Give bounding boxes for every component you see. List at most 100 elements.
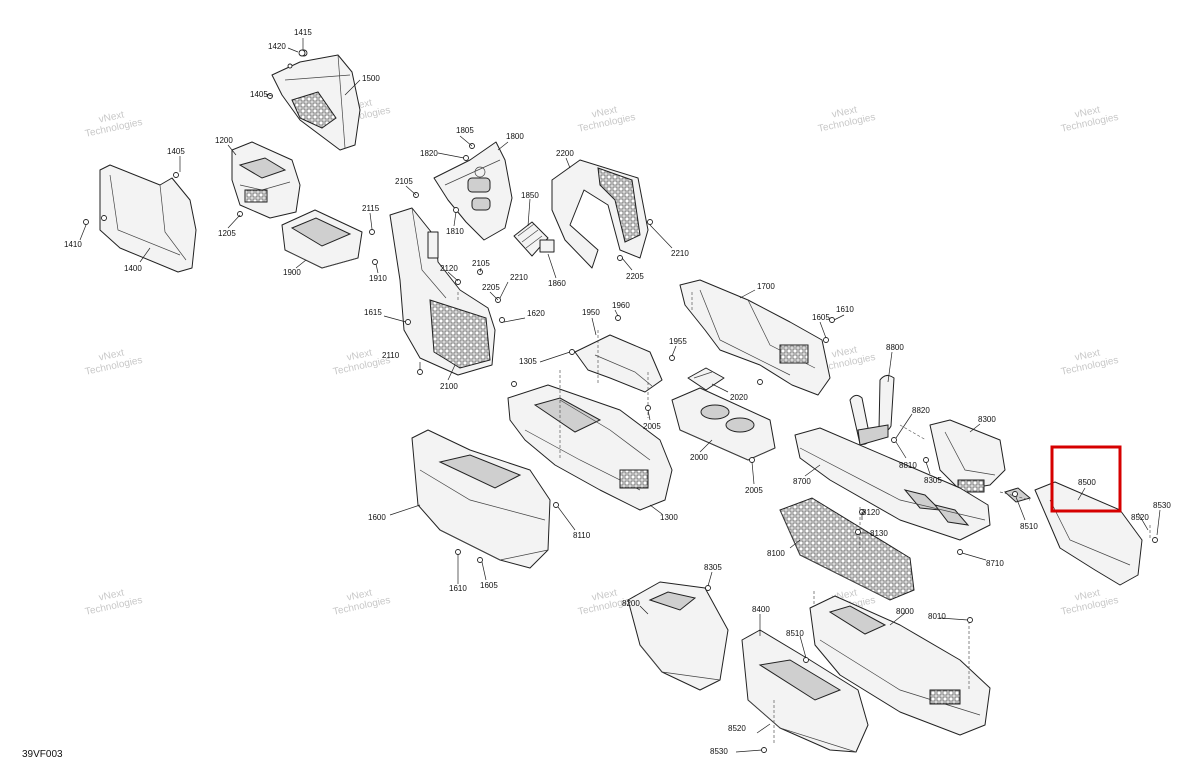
part-1400-shape xyxy=(99,164,197,273)
watermark: vNext xyxy=(98,347,126,363)
highlight-box-8500 xyxy=(1050,445,1122,513)
part-label-8810[interactable]: 8810 xyxy=(899,461,917,470)
part-label-1405[interactable]: 1405 xyxy=(250,90,268,99)
part-label-2200[interactable]: 2200 xyxy=(556,149,574,158)
watermark: vNext xyxy=(831,344,859,360)
part-label-8510[interactable]: 8510 xyxy=(1020,522,1038,531)
part-label-1305[interactable]: 1305 xyxy=(519,357,537,366)
part-label-1860[interactable]: 1860 xyxy=(548,279,566,288)
part-label-8800[interactable]: 8800 xyxy=(886,343,904,352)
part-label-2105[interactable]: 2105 xyxy=(395,177,413,186)
part-label-8710[interactable]: 8710 xyxy=(986,559,1004,568)
part-label-1610[interactable]: 1610 xyxy=(449,584,467,593)
diagram-code: 39VF003 xyxy=(22,749,63,760)
part-label-8305[interactable]: 8305 xyxy=(924,476,942,485)
part-label-1805[interactable]: 1805 xyxy=(456,126,474,135)
watermark: vNext xyxy=(1074,587,1102,603)
part-label-2205[interactable]: 2205 xyxy=(482,283,500,292)
watermark: vNext xyxy=(591,104,619,120)
part-label-8510[interactable]: 8510 xyxy=(786,629,804,638)
part-label-2210[interactable]: 2210 xyxy=(671,249,689,258)
part-label-1820[interactable]: 1820 xyxy=(420,149,438,158)
part-label-8520[interactable]: 8520 xyxy=(1131,513,1149,522)
part-label-1205[interactable]: 1205 xyxy=(218,229,236,238)
part-label-2000[interactable]: 2000 xyxy=(690,453,708,462)
part-label-8130[interactable]: 8130 xyxy=(870,529,888,538)
part-label-2205[interactable]: 2205 xyxy=(626,272,644,281)
part-label-1620[interactable]: 1620 xyxy=(527,309,545,318)
part-label-2120[interactable]: 2120 xyxy=(440,264,458,273)
part-label-8300[interactable]: 8300 xyxy=(978,415,996,424)
part-shapes xyxy=(99,49,1143,753)
part-label-8200[interactable]: 8200 xyxy=(622,599,640,608)
part-labels: 1415 1420 1500 1405 1405 1200 1205 1410 … xyxy=(64,28,1171,756)
part-label-8100[interactable]: 8100 xyxy=(767,549,785,558)
part-2000-shape xyxy=(671,387,776,461)
part-label-8110[interactable]: 8110 xyxy=(573,531,591,540)
part-label-1610[interactable]: 1610 xyxy=(836,305,854,314)
watermark: vNext xyxy=(346,347,374,363)
part-label-2105[interactable]: 2105 xyxy=(472,259,490,268)
part-label-8520[interactable]: 8520 xyxy=(728,724,746,733)
part-label-1900[interactable]: 1900 xyxy=(283,268,301,277)
part-label-1800[interactable]: 1800 xyxy=(506,132,524,141)
part-label-2115[interactable]: 2115 xyxy=(362,204,380,213)
part-label-8305[interactable]: 8305 xyxy=(704,563,722,572)
part-label-2100[interactable]: 2100 xyxy=(440,382,458,391)
part-8700-shape xyxy=(794,427,991,541)
part-label-8120[interactable]: 8120 xyxy=(862,508,880,517)
part-2020-shape xyxy=(687,367,725,391)
part-8000-shape xyxy=(809,595,991,736)
part-label-1405[interactable]: 1405 xyxy=(167,147,185,156)
part-label-1605[interactable]: 1605 xyxy=(812,313,830,322)
part-8400-shape xyxy=(741,629,869,753)
part-1300-shape xyxy=(507,384,673,511)
part-label-1955[interactable]: 1955 xyxy=(669,337,687,346)
part-label-1960[interactable]: 1960 xyxy=(612,301,630,310)
watermark: vNext xyxy=(1074,347,1102,363)
part-label-1400[interactable]: 1400 xyxy=(124,264,142,273)
part-label-1615[interactable]: 1615 xyxy=(364,308,382,317)
watermark: vNext xyxy=(98,109,126,125)
part-label-2210[interactable]: 2210 xyxy=(510,273,528,282)
part-1200-shape xyxy=(231,141,301,219)
part-label-2110[interactable]: 2110 xyxy=(382,351,400,360)
part-label-2005[interactable]: 2005 xyxy=(643,422,661,431)
part-label-8530[interactable]: 8530 xyxy=(710,747,728,756)
part-label-8500[interactable]: 8500 xyxy=(1078,478,1096,487)
part-label-2020[interactable]: 2020 xyxy=(730,393,748,402)
part-label-1700[interactable]: 1700 xyxy=(757,282,775,291)
part-label-8530[interactable]: 8530 xyxy=(1153,501,1171,510)
part-label-8700[interactable]: 8700 xyxy=(793,477,811,486)
part-1700-shape xyxy=(679,279,831,396)
part-2200-shape xyxy=(551,159,649,269)
part-label-1810[interactable]: 1810 xyxy=(446,227,464,236)
part-label-1910[interactable]: 1910 xyxy=(369,274,387,283)
part-label-1410[interactable]: 1410 xyxy=(64,240,82,249)
part-label-8010[interactable]: 8010 xyxy=(928,612,946,621)
part-label-2005[interactable]: 2005 xyxy=(745,486,763,495)
part-1900-shape xyxy=(281,209,363,269)
part-1500-shape xyxy=(271,49,361,151)
part-label-8820[interactable]: 8820 xyxy=(912,406,930,415)
part-1850-shape xyxy=(513,221,555,257)
part-label-1415[interactable]: 1415 xyxy=(294,28,312,37)
watermark: vNext xyxy=(98,587,126,603)
part-label-1500[interactable]: 1500 xyxy=(362,74,380,83)
part-label-1420[interactable]: 1420 xyxy=(268,42,286,51)
part-8300-shape xyxy=(929,419,1006,493)
part-label-1850[interactable]: 1850 xyxy=(521,191,539,200)
part-8800-shape xyxy=(849,374,895,446)
part-label-1200[interactable]: 1200 xyxy=(215,136,233,145)
part-label-1600[interactable]: 1600 xyxy=(368,513,386,522)
part-label-1605[interactable]: 1605 xyxy=(480,581,498,590)
part-1950-shape xyxy=(574,334,663,393)
part-1800-shape xyxy=(433,141,513,241)
part-label-1950[interactable]: 1950 xyxy=(582,308,600,317)
part-label-8000[interactable]: 8000 xyxy=(896,607,914,616)
part-label-8400[interactable]: 8400 xyxy=(752,605,770,614)
part-2100-shape xyxy=(389,207,496,376)
part-8200-shape xyxy=(627,581,729,691)
part-label-1300[interactable]: 1300 xyxy=(660,513,678,522)
